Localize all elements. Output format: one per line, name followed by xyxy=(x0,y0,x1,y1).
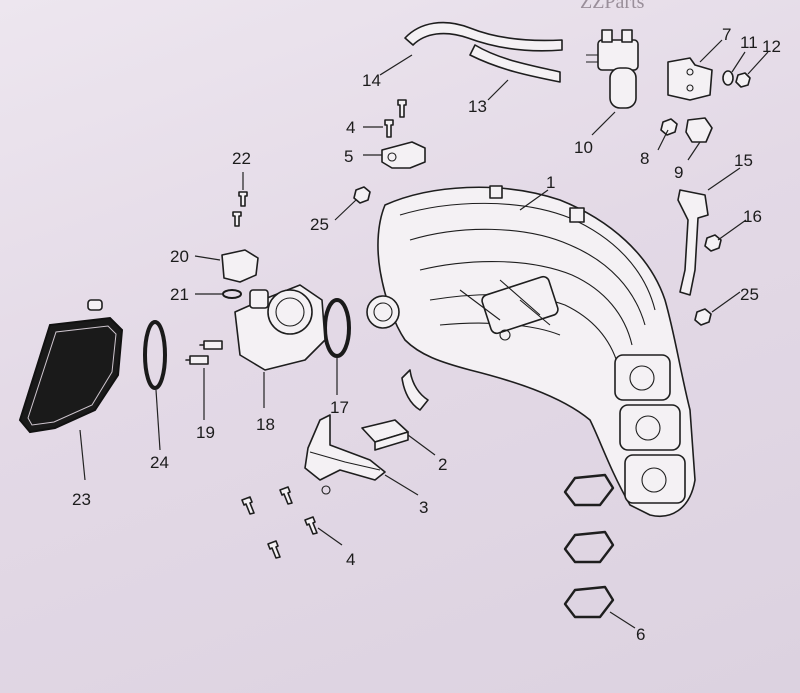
callout-16: 16 xyxy=(743,207,762,226)
callout-4-lower: 4 xyxy=(346,550,355,569)
mounting-bracket-part[interactable] xyxy=(667,57,713,101)
callout-9: 9 xyxy=(674,163,683,182)
callout-25-left: 25 xyxy=(310,215,329,234)
callout-21: 21 xyxy=(170,285,189,304)
callout-2: 2 xyxy=(438,455,447,474)
pressure-sensor-part[interactable] xyxy=(381,141,426,169)
flange-nut-part[interactable] xyxy=(704,234,722,252)
throttle-gasket-part[interactable] xyxy=(323,298,351,358)
callout-17: 17 xyxy=(330,398,349,417)
runner-gasket-part[interactable] xyxy=(563,473,615,619)
callout-11: 11 xyxy=(740,33,758,52)
callout-20: 20 xyxy=(170,247,189,266)
callout-5: 5 xyxy=(344,147,353,166)
callout-6: 6 xyxy=(636,625,645,644)
air-filter-part[interactable] xyxy=(18,299,124,434)
callout-1: 1 xyxy=(546,173,555,192)
callout-14: 14 xyxy=(362,71,381,90)
callout-3: 3 xyxy=(419,498,428,517)
nut-right-part[interactable] xyxy=(694,308,712,326)
nut-left-part[interactable] xyxy=(353,186,371,204)
stay-bracket-part[interactable] xyxy=(677,189,709,296)
nut-small-part[interactable] xyxy=(735,72,751,88)
callout-23: 23 xyxy=(72,490,91,509)
filter-gasket-part[interactable] xyxy=(143,320,167,390)
bolt-lower-part[interactable] xyxy=(241,486,318,559)
bracket-part[interactable] xyxy=(304,414,386,495)
insulator-block-part[interactable] xyxy=(361,419,409,451)
watermark-text: ZZParts xyxy=(580,0,645,13)
callout-15: 15 xyxy=(734,151,753,170)
callout-4-upper: 4 xyxy=(346,118,355,137)
throttle-body-part[interactable] xyxy=(234,284,326,371)
vacuum-hose-part[interactable] xyxy=(469,44,561,83)
callout-10: 10 xyxy=(574,138,593,157)
callout-18: 18 xyxy=(256,415,275,434)
callout-13: 13 xyxy=(468,97,487,116)
callout-19: 19 xyxy=(196,423,215,442)
bolt-upper-part[interactable] xyxy=(384,99,407,138)
intake-manifold-part[interactable] xyxy=(366,185,696,517)
callout-24: 24 xyxy=(150,453,169,472)
sensor-screw-part[interactable] xyxy=(232,191,248,227)
tps-sensor-part[interactable] xyxy=(221,249,259,283)
callout-8: 8 xyxy=(640,149,649,168)
grommet-part[interactable] xyxy=(685,117,713,143)
nut-part[interactable] xyxy=(660,118,678,136)
callout-25-right: 25 xyxy=(740,285,759,304)
leader-lines xyxy=(79,39,769,629)
o-ring-part[interactable] xyxy=(222,289,242,299)
washer-part[interactable] xyxy=(722,70,734,86)
callout-12: 12 xyxy=(762,37,781,56)
solenoid-valve-part[interactable] xyxy=(586,29,639,109)
callout-labels: 1 2 3 4 4 5 6 7 8 9 10 11 12 13 14 15 16… xyxy=(72,25,781,644)
callout-7: 7 xyxy=(722,25,731,44)
breather-hose-part[interactable] xyxy=(404,21,563,52)
callout-22: 22 xyxy=(232,149,251,168)
throttle-bolt-part[interactable] xyxy=(185,340,223,365)
